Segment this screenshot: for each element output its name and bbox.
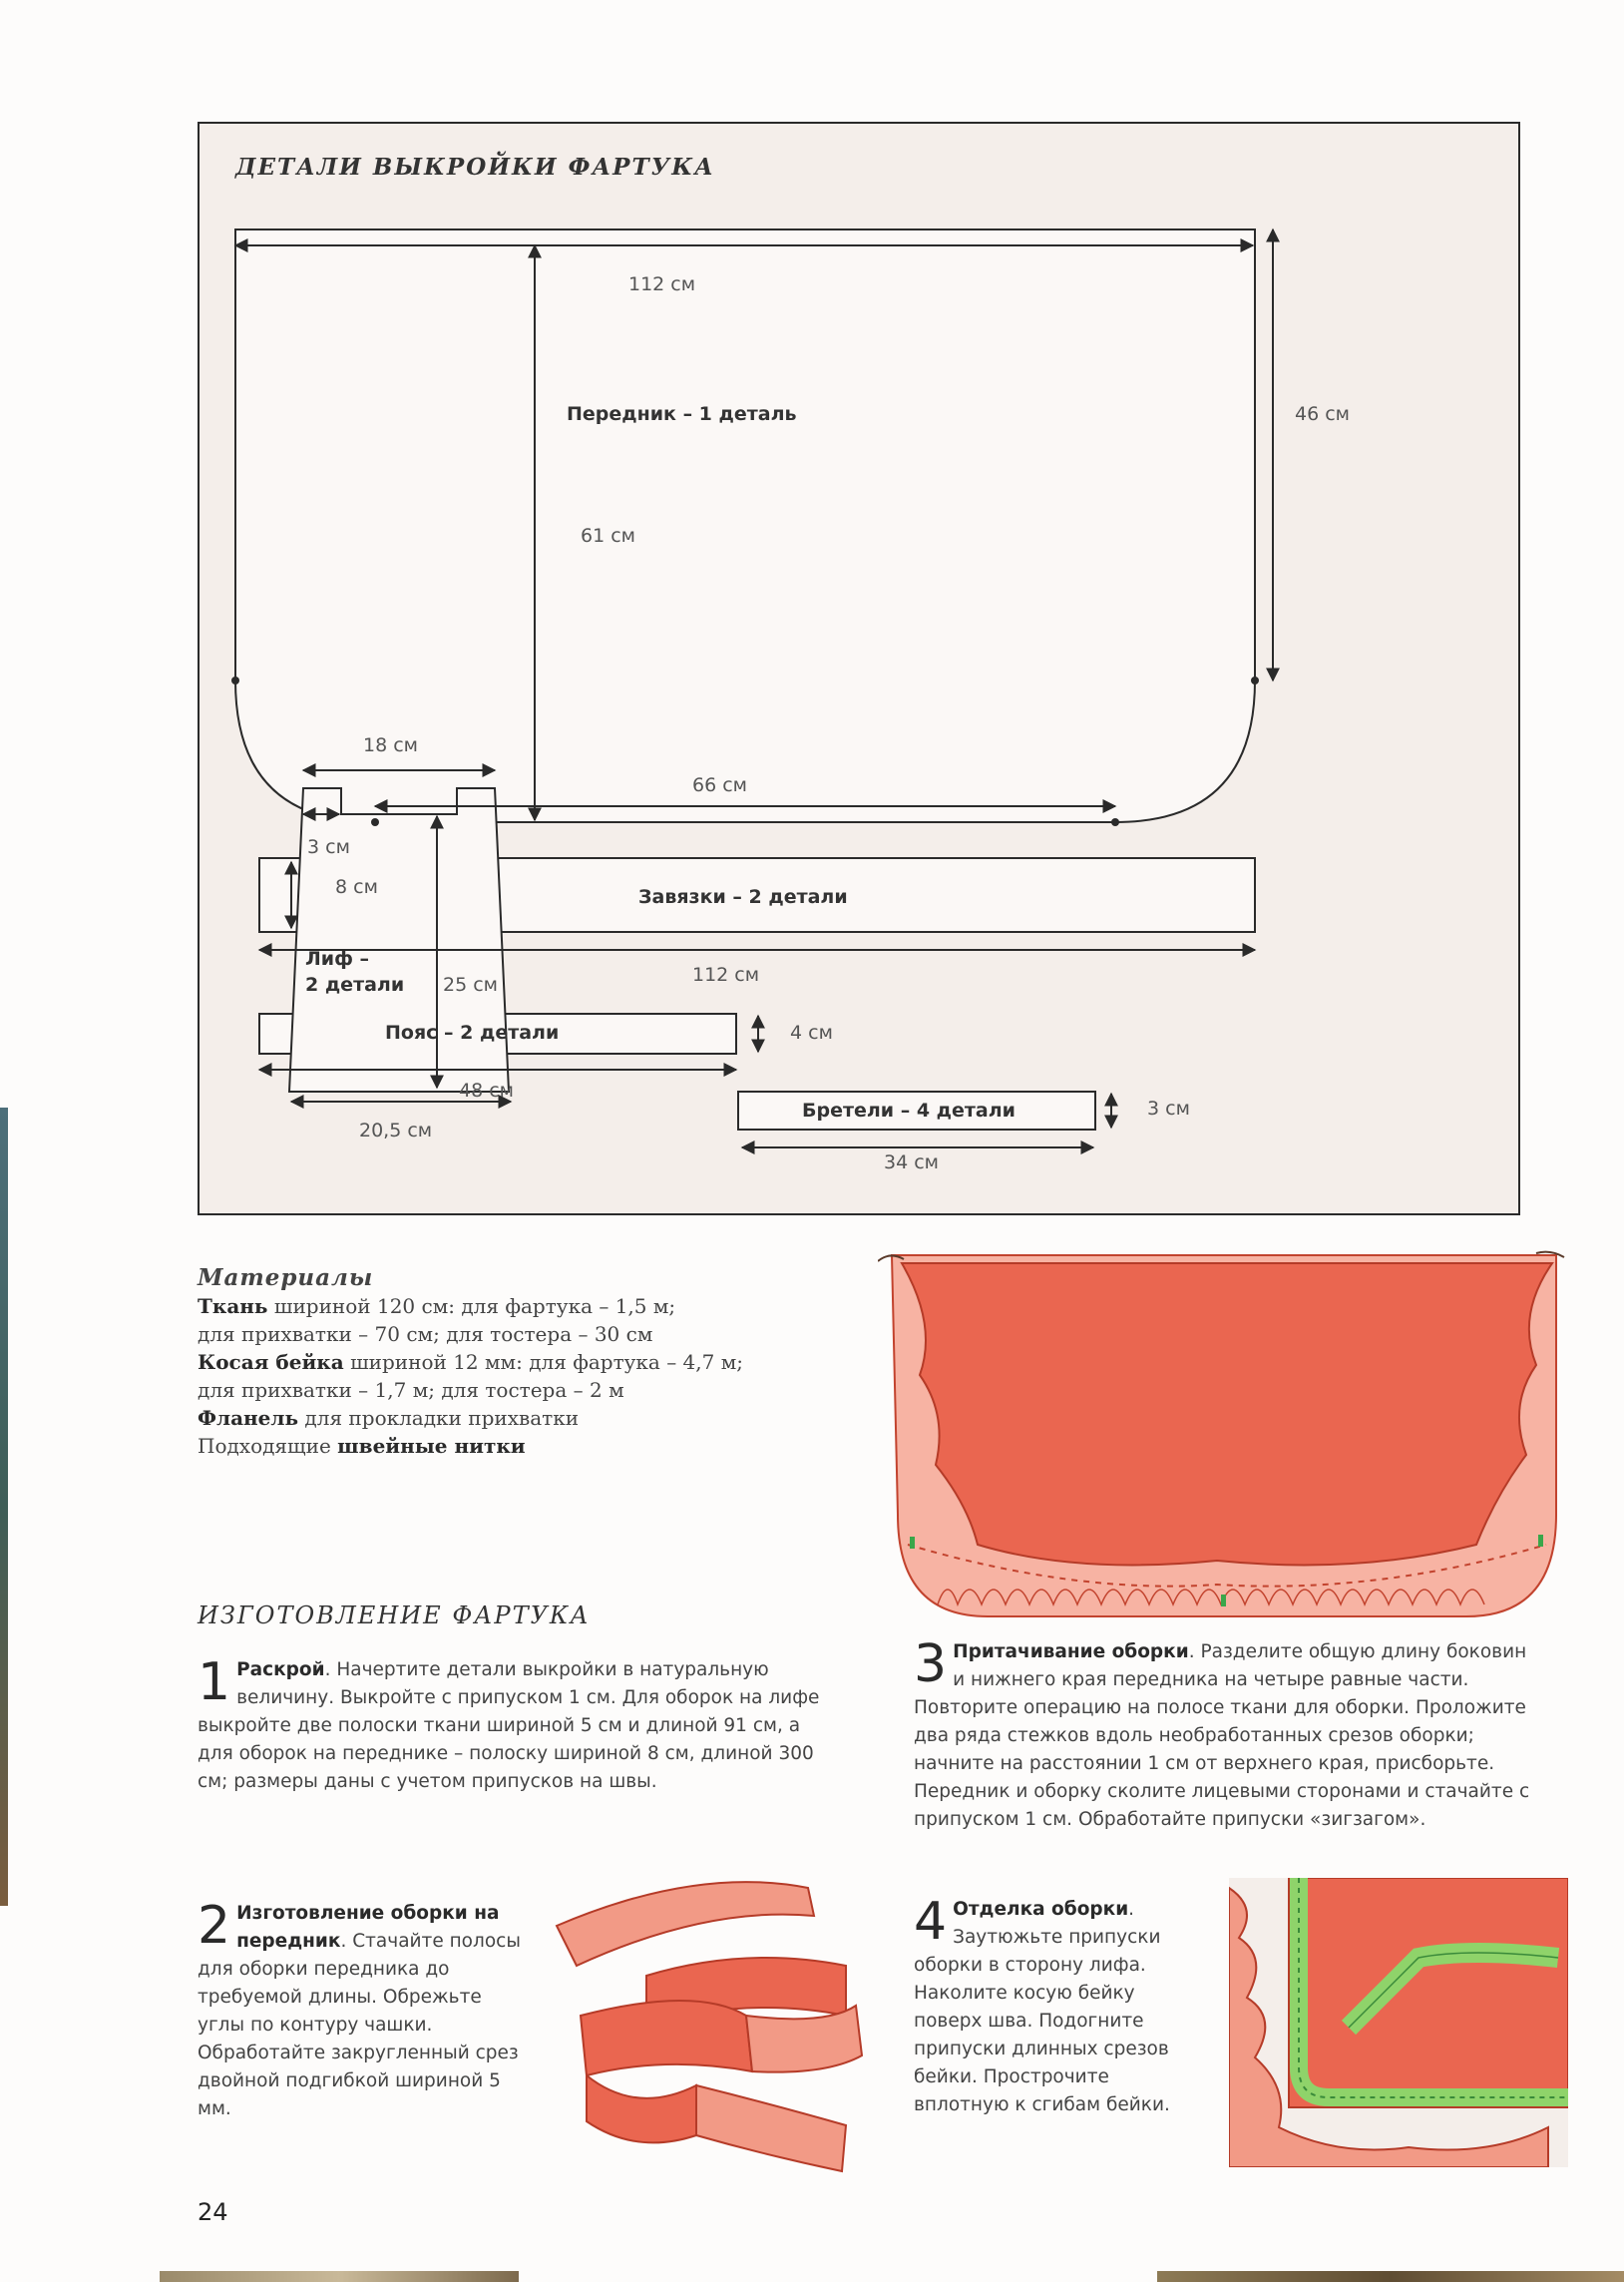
step-lead: Притачивание оборки xyxy=(953,1641,1189,1662)
step-lead: Изготовление оборки на передник xyxy=(236,1903,500,1952)
step-text: . Заутюжьте припуски оборки в сторону ли… xyxy=(914,1899,1170,2115)
ties-width-label: 112 см xyxy=(692,964,760,986)
apron-bottom-width-label: 66 см xyxy=(692,774,747,796)
bib-height-label: 25 см xyxy=(443,974,498,996)
materials-line: Косая бейка шириной 12 мм: для фартука –… xyxy=(198,1350,744,1374)
apron-piece-label: Передник – 1 деталь xyxy=(567,403,797,425)
materials-block: Материалы Ткань шириной 120 см: для фарт… xyxy=(198,1264,836,1460)
step-number: 4 xyxy=(914,1892,948,1952)
straps-width-label: 34 см xyxy=(884,1151,939,1173)
bib-bottom-width-label: 20,5 см xyxy=(359,1120,433,1141)
step-lead: Раскрой xyxy=(236,1659,325,1680)
page-number: 24 xyxy=(198,2198,228,2226)
step-text: . Начертите детали выкройки в натуральну… xyxy=(198,1659,820,1792)
step-2: 2 Изготовление оборки на передник. Стача… xyxy=(198,1900,527,2123)
materials-line: Ткань шириной 120 см: для фартука – 1,5 … xyxy=(198,1294,676,1318)
materials-line: для прихватки – 70 см; для тостера – 30 … xyxy=(198,1322,653,1346)
binding-finish-illustration xyxy=(1229,1878,1568,2167)
step-1: 1 Раскрой. Начертите детали выкройки в н… xyxy=(198,1656,828,1796)
ruffle-strip-illustration xyxy=(555,1881,864,2173)
step-number: 2 xyxy=(198,1896,231,1956)
materials-line: Подходящие швейные нитки xyxy=(198,1434,526,1458)
apron-width-label: 112 см xyxy=(628,273,696,295)
straps-piece-label: Бретели – 4 детали xyxy=(802,1100,1015,1122)
ties-piece-label: Завязки – 2 детали xyxy=(638,886,848,908)
step-text: . Стачайте полосы для оборки передника д… xyxy=(198,1931,521,2119)
step-number: 3 xyxy=(914,1634,948,1694)
step-number: 1 xyxy=(198,1652,231,1712)
materials-line: Фланель для прокладки прихватки xyxy=(198,1406,580,1430)
bib-piece-label-line2: 2 детали xyxy=(305,974,405,996)
straps-piece-outline xyxy=(737,1091,1096,1131)
pattern-title: ДЕТАЛИ ВЫКРОЙКИ ФАРТУКА xyxy=(235,154,715,181)
bib-piece-outline xyxy=(287,787,511,1093)
apron-height-label: 61 см xyxy=(581,525,635,547)
apron-side-height-label: 46 см xyxy=(1295,403,1350,425)
pattern-diagram xyxy=(231,228,1280,1154)
bib-piece-label-line1: Лиф – xyxy=(305,948,370,970)
page-edge-strip xyxy=(160,2271,519,2282)
apron-piece-outline xyxy=(234,228,1256,823)
step-text: . Разделите общую длину боковин и нижнег… xyxy=(914,1641,1530,1830)
step-4: 4 Отделка оборки. Заутюжьте припуски обо… xyxy=(914,1896,1205,2119)
bib-top-width-label: 18 см xyxy=(363,734,418,756)
pattern-diagram-panel: ДЕТАЛИ ВЫКРОЙКИ ФАРТУКА 112 см Передник … xyxy=(198,122,1520,1215)
waistband-piece-label: Пояс – 2 детали xyxy=(385,1022,560,1044)
materials-heading: Материалы xyxy=(198,1264,374,1291)
step-lead: Отделка оборки xyxy=(953,1899,1129,1920)
straps-height-label: 3 см xyxy=(1147,1098,1190,1120)
bib-notch-label: 3 см xyxy=(307,836,350,858)
ties-height-label: 8 см xyxy=(335,876,378,898)
making-heading: ИЗГОТОВЛЕНИЕ ФАРТУКА xyxy=(198,1601,591,1629)
step-3: 3 Притачивание оборки. Разделите общую д… xyxy=(914,1638,1532,1834)
waistband-width-label: 48 см xyxy=(459,1080,514,1102)
materials-line: для прихватки – 1,7 м; для тостера – 2 м xyxy=(198,1378,624,1402)
page-edge-shadow xyxy=(0,1108,8,1906)
apron-ruffle-illustration xyxy=(878,1250,1565,1617)
page-edge-strip xyxy=(1157,2271,1624,2282)
waistband-height-label: 4 см xyxy=(790,1022,833,1044)
